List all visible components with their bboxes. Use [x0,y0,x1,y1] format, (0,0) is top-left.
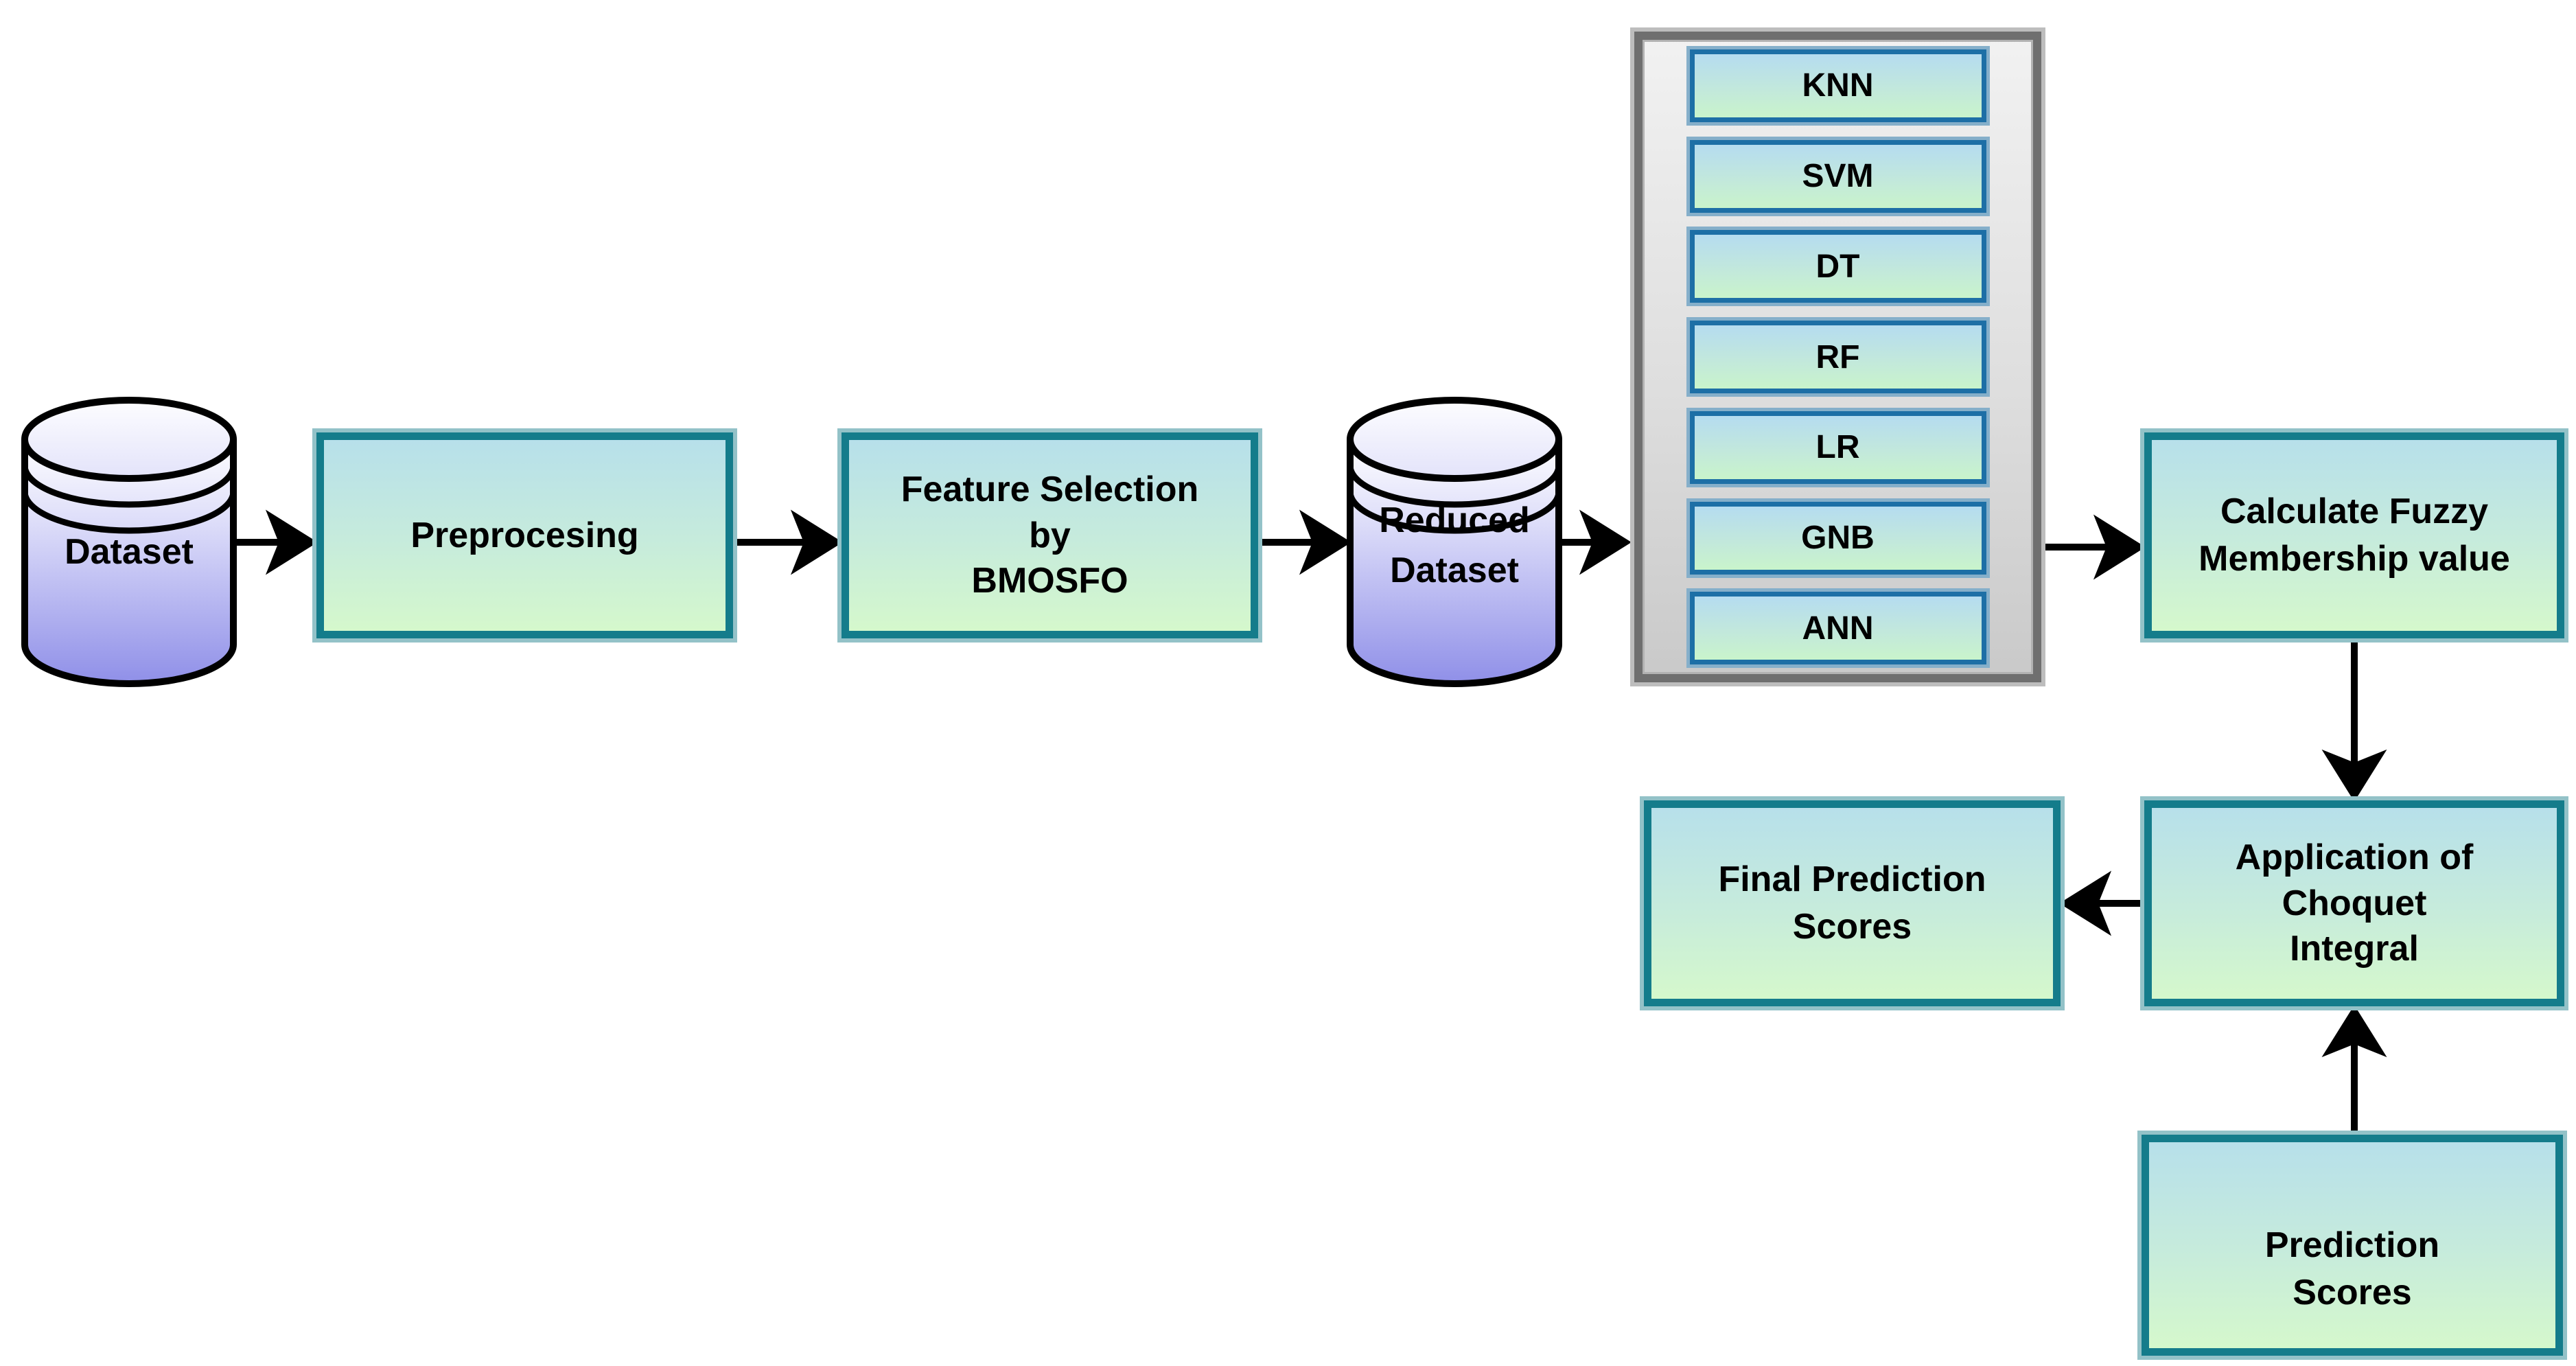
classifier-label-ann: ANN [1802,610,1874,647]
feature-selection-label: Feature Selection by BMOSFO [901,470,1199,601]
classifier-box-ann: ANN [1689,592,1986,665]
final-prediction-label: Final Prediction Scores [1718,859,1986,947]
prediction-scores-label: Prediction Scores [2264,1225,2440,1312]
classifier-box-lr: LR [1689,410,1986,484]
classifier-box-knn: KNN [1689,49,1986,122]
reduced-dataset-label: Reduced Dataset [1379,500,1530,590]
classifier-label-dt: DT [1815,248,1860,285]
reduced-dataset-cylinder [1347,397,1562,687]
classifier-label-knn: KNN [1802,67,1874,104]
preprocessing-label: Preprocesing [410,515,639,555]
prediction-scores-box: Prediction Scores [2142,1135,2563,1356]
classifier-label-svm: SVM [1802,158,1874,194]
application-choquet-box: Application of Choquet Integral [2144,800,2564,1006]
classifier-box-rf: RF [1689,321,1986,393]
dataset-label: Dataset [65,532,194,572]
arrow-dataset-to-preprocessing [231,509,318,575]
feature-selection-box: Feature Selection by BMOSFO [842,432,1258,638]
arrow-choquet-to-final-prediction [2059,870,2144,936]
arrow-preprocessing-to-feature-selection [733,509,843,575]
arrow-feature-selection-to-reduced-dataset [1258,509,1351,575]
classifier-box-svm: SVM [1689,139,1986,213]
calculate-fuzzy-label: Calculate Fuzzy Membership value [2198,491,2510,579]
application-choquet-label: Application of Choquet Integral [2235,837,2474,969]
arrow-calculate-fuzzy-to-choquet [2321,638,2387,802]
classifier-box-gnb: GNB [1689,501,1986,575]
classifier-label-rf: RF [1815,338,1860,375]
calculate-fuzzy-box: Calculate Fuzzy Membership value [2144,432,2564,638]
classifier-label-gnb: GNB [1801,520,1875,556]
arrow-classifiers-to-calculate-fuzzy [2045,514,2146,580]
arrow-reduced-dataset-to-classifiers [1559,509,1632,575]
preprocessing-box: Preprocesing [316,432,733,638]
classifier-box-dt: DT [1689,230,1986,303]
dataset-cylinder [21,397,237,687]
classifier-bank-container: KNN SVM DT RF LR GNB ANN [1630,27,2045,686]
final-prediction-box: Final Prediction Scores [1644,800,2061,1006]
arrow-prediction-scores-to-choquet [2321,1005,2387,1135]
classifier-label-lr: LR [1815,429,1860,466]
